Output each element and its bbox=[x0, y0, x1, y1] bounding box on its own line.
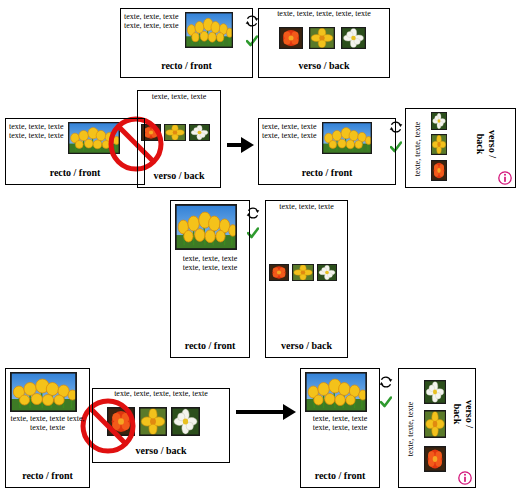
card: texte, texte, texte, texte, texte verso /… bbox=[258, 8, 390, 78]
white-flower-photo bbox=[317, 264, 337, 281]
side-label: verso / back bbox=[138, 170, 220, 182]
body-text: texte, texte, texte texte, texte, texte bbox=[262, 123, 322, 141]
info-icon bbox=[459, 472, 471, 484]
flip-icon bbox=[247, 208, 260, 218]
prohibition-sign bbox=[83, 401, 133, 451]
side-label: verso / back bbox=[475, 121, 498, 167]
yellow-flower-photo bbox=[431, 134, 447, 155]
side-label: recto / front bbox=[121, 60, 252, 72]
body-text: texte, texte, texte texte, texte, texte bbox=[175, 255, 245, 273]
body-text: texte, texte, texte texte, texte, texte bbox=[10, 415, 85, 433]
side-label: recto / front bbox=[171, 340, 249, 352]
arrow bbox=[236, 404, 296, 420]
card: texte, texte, texte texte, texte, texte r… bbox=[300, 368, 380, 488]
side-label: recto / front bbox=[301, 470, 379, 482]
body-text: texte, texte, texte bbox=[138, 93, 220, 102]
yellow-flower-photo bbox=[309, 27, 335, 49]
body-text: texte, texte, texte texte, texte, texte bbox=[124, 13, 184, 31]
flip-icon bbox=[380, 377, 393, 387]
body-text: texte, texte, texte texte, texte, texte bbox=[305, 415, 375, 433]
card: texte, texte, texte verso / back bbox=[398, 368, 476, 488]
card: texte, texte, texte texte, texte, texte r… bbox=[258, 118, 396, 185]
tulip-photo bbox=[305, 372, 367, 412]
side-label: verso / back bbox=[266, 340, 347, 352]
white-flower-photo bbox=[171, 407, 200, 436]
side-label: recto / front bbox=[6, 470, 89, 482]
white-flower-photo bbox=[431, 112, 447, 130]
red-flower-photo bbox=[424, 446, 446, 472]
prohibition-sign bbox=[111, 119, 161, 169]
body-text: texte, texte, texte texte, texte, texte bbox=[9, 123, 69, 141]
side-label: recto / front bbox=[259, 167, 395, 179]
card: texte, texte, texte verso / back bbox=[405, 108, 516, 188]
card: texte, texte, texte texte, texte, texte r… bbox=[5, 118, 145, 185]
card: texte, texte, texte, texte, texte verso /… bbox=[92, 388, 230, 463]
red-flower-photo bbox=[431, 160, 447, 181]
tulip-photo bbox=[10, 372, 77, 412]
side-label: verso / back bbox=[259, 60, 389, 72]
tulip-photo bbox=[175, 204, 237, 250]
check-mark bbox=[391, 143, 401, 152]
card: texte, texte, texte texte, texte, texte r… bbox=[5, 368, 90, 488]
yellow-flower-photo bbox=[292, 264, 314, 281]
tulip-photo bbox=[322, 122, 372, 154]
side-label: verso / back bbox=[93, 445, 229, 457]
body-text: texte, texte, texte, texte, texte bbox=[93, 390, 229, 399]
body-text: texte, texte, texte bbox=[407, 402, 416, 457]
flip-icon bbox=[246, 16, 259, 26]
yellow-flower-photo bbox=[139, 407, 167, 436]
yellow-flower-photo bbox=[164, 124, 186, 141]
body-text: texte, texte, texte bbox=[414, 122, 423, 177]
red-flower-photo bbox=[269, 264, 289, 281]
card: texte, texte, texte texte, texte, texte r… bbox=[120, 8, 253, 78]
arrow bbox=[227, 137, 254, 153]
red-flower-photo bbox=[279, 27, 303, 49]
card: texte, texte, texte texte, texte, texte r… bbox=[170, 200, 250, 358]
side-label: recto / front bbox=[6, 167, 144, 179]
white-flower-photo bbox=[341, 27, 366, 49]
flip-icon bbox=[390, 122, 403, 132]
card: texte, texte, texte verso / back bbox=[137, 90, 221, 188]
body-text: texte, texte, texte, texte, texte bbox=[259, 10, 389, 19]
info-icon bbox=[499, 172, 511, 184]
tulip-photo bbox=[185, 12, 233, 48]
white-flower-photo bbox=[189, 124, 210, 141]
white-flower-photo bbox=[424, 380, 446, 404]
side-label: verso / back bbox=[452, 391, 475, 437]
check-mark bbox=[247, 37, 257, 46]
yellow-flower-photo bbox=[424, 410, 446, 438]
body-text: texte, texte, texte bbox=[266, 203, 347, 212]
check-mark bbox=[381, 398, 391, 407]
card: texte, texte, texte verso / back bbox=[265, 200, 348, 358]
